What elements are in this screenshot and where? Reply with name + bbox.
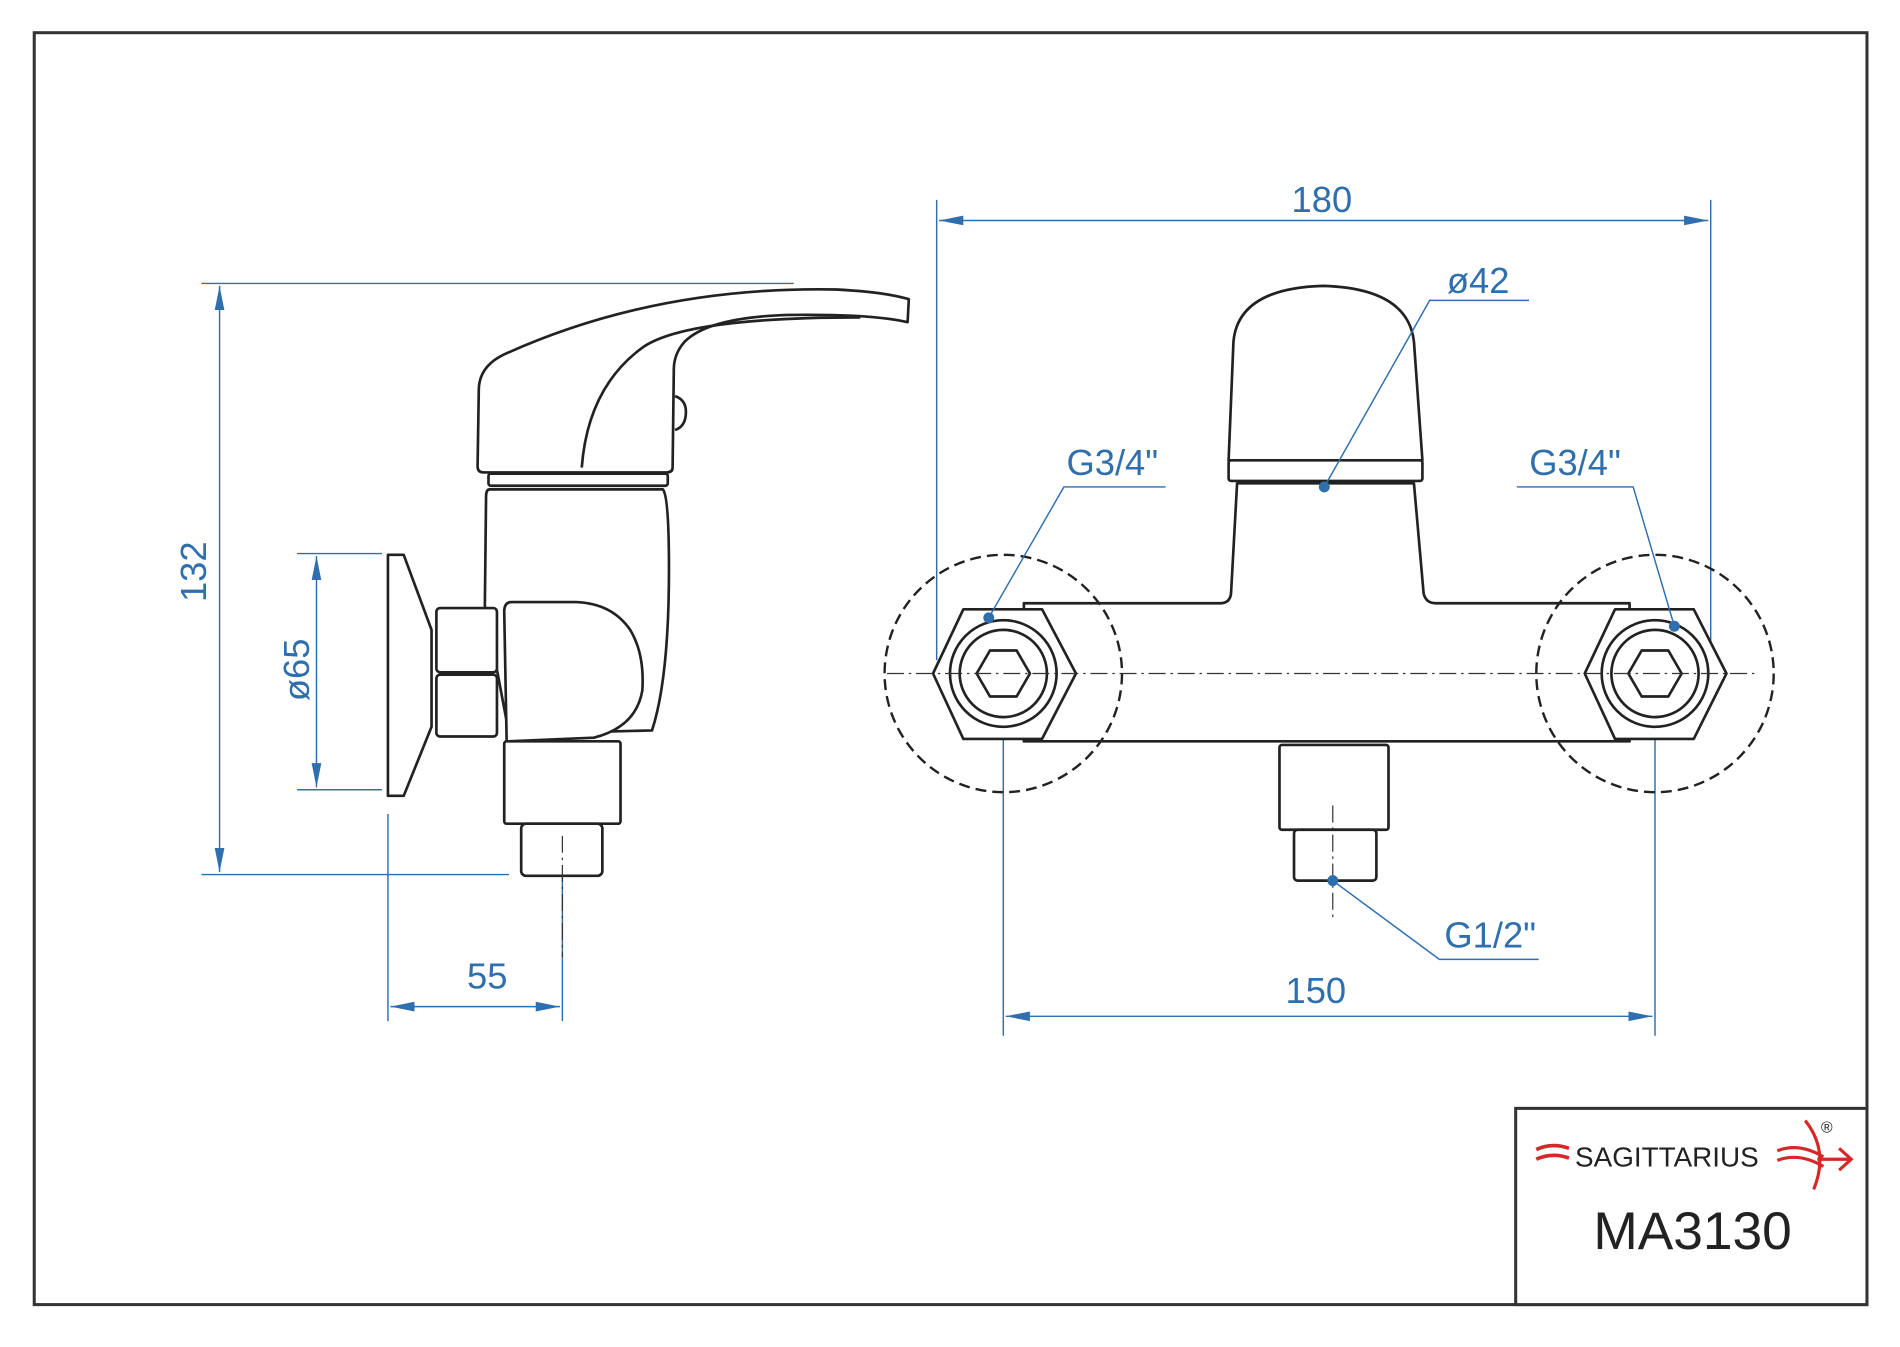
hex-nut-upper — [435, 606, 499, 674]
center-distance-label: 150 — [1286, 970, 1347, 1011]
right-inlet-thread-label: G3/4" — [1529, 442, 1621, 483]
handle-diameter-label: ø42 — [1447, 260, 1510, 301]
brand-logo: SAGITTARIUS ® — [1535, 1119, 1854, 1191]
wall-flange — [386, 553, 433, 798]
right-eccentric-range — [1535, 553, 1775, 794]
bottom-outlet-thread — [1292, 828, 1378, 882]
handle-diameter-callout: ø42 — [1318, 260, 1530, 493]
left-inlet-callout: G3/4" — [983, 442, 1166, 624]
lever-handle — [476, 287, 911, 474]
flange-dim-label: ø65 — [276, 639, 317, 702]
front-view: 180 150 — [883, 179, 1775, 1036]
left-inlet-thread-label: G3/4" — [1066, 442, 1158, 483]
elbow — [502, 600, 644, 743]
handle-cap — [1227, 284, 1424, 462]
drawing-border — [32, 31, 1869, 1307]
brand-name: SAGITTARIUS — [1575, 1142, 1759, 1173]
model-number: MA3130 — [1593, 1202, 1791, 1261]
lever-ring — [487, 472, 670, 488]
registered-mark: ® — [1821, 1120, 1833, 1137]
title-block: SAGITTARIUS ® MA3130 — [1514, 1106, 1869, 1307]
bottom-outlet-body — [1278, 743, 1390, 832]
handle-ring — [1227, 458, 1424, 483]
hex-nut-lower — [435, 673, 499, 738]
lower-column — [502, 740, 622, 826]
lever-pin — [674, 394, 688, 432]
width-dim-label: 180 — [1292, 179, 1353, 220]
right-inlet-callout: G3/4" — [1516, 442, 1680, 632]
height-dimension: 132 — [173, 282, 794, 876]
depth-dimension: 55 — [387, 814, 564, 1022]
mixer-body — [1022, 481, 1631, 743]
side-view: 132 ø65 55 — [173, 282, 911, 1022]
height-dim-label: 132 — [173, 541, 214, 602]
outlet-thread-label: G1/2" — [1444, 914, 1536, 955]
width-dimension: 180 — [935, 179, 1712, 661]
outlet-callout: G1/2" — [1327, 875, 1539, 961]
flange-diameter-dimension: ø65 — [276, 552, 382, 791]
depth-dim-label: 55 — [467, 955, 507, 996]
